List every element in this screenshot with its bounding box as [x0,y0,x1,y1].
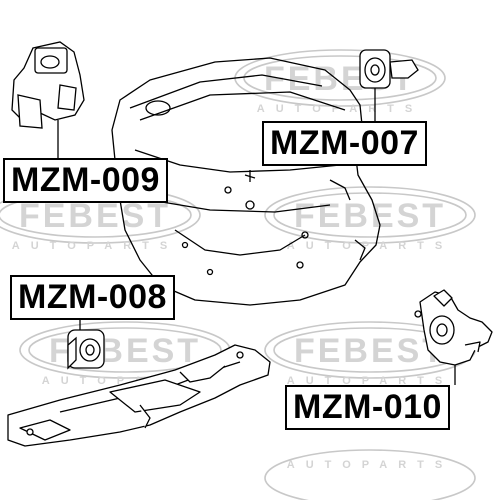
watermark-tagline: AUTOPARTS [257,103,423,115]
watermark-tagline: AUTOPARTS [12,240,178,252]
part-label-mzm-008[interactable]: MZM-008 [10,275,175,320]
watermark-layer [0,49,476,500]
febest-watermark [264,186,476,244]
watermark-text-layer: FEBEST AUTOPARTS FEBEST AUTOPARTS FEBEST… [12,60,453,471]
subframe [7,344,271,447]
watermark-brand: FEBEST [294,332,446,370]
watermark-tagline: AUTOPARTS [287,240,453,252]
part-label-mzm-007[interactable]: MZM-007 [262,121,427,166]
engine-block [111,57,381,306]
mount-mzm-008 [67,310,105,370]
watermark-brand: FEBEST [19,197,171,235]
watermark-brand: FEBEST [294,197,446,235]
febest-watermark [264,449,476,500]
mount-mzm-007 [359,49,419,121]
part-label-mzm-009[interactable]: MZM-009 [3,158,168,203]
mount-mzm-009 [11,41,85,158]
part-label-mzm-010[interactable]: MZM-010 [285,385,450,430]
watermark-tagline: AUTOPARTS [287,459,453,471]
watermark-tagline: AUTOPARTS [287,375,453,387]
mount-mzm-010 [414,289,493,385]
